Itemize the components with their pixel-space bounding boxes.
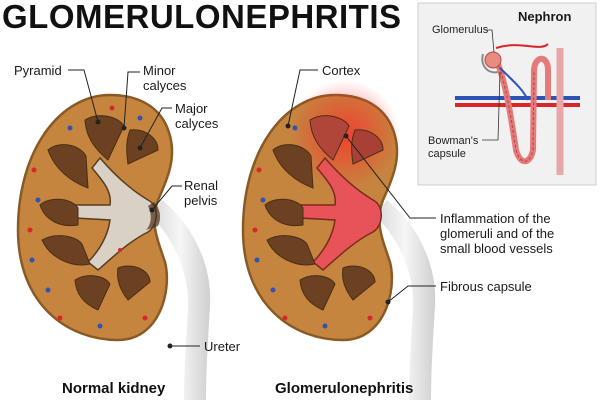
label-pyramid: Pyramid bbox=[14, 63, 62, 78]
normal-pyramids bbox=[39, 115, 159, 311]
caption-glomerulonephritis: Glomerulonephritis bbox=[275, 380, 414, 397]
label-glomerulus: Glomerulus bbox=[432, 24, 489, 36]
nephron-inset-art bbox=[417, 2, 597, 186]
gn-pyramids bbox=[264, 115, 384, 311]
normal-vessel-dots bbox=[27, 105, 148, 329]
glomerulus-ball bbox=[484, 51, 502, 69]
normal-renal-pelvis bbox=[74, 156, 157, 271]
normal-ureter bbox=[150, 200, 211, 400]
gn-kidney bbox=[241, 80, 436, 400]
gn-vessel-dots bbox=[252, 125, 373, 329]
page-title: GLOMERULONEPHRITIS bbox=[2, 0, 402, 35]
label-major-calyces: Major calyces bbox=[175, 101, 219, 131]
nephron-title: Nephron bbox=[518, 9, 572, 24]
label-fibrous-capsule: Fibrous capsule bbox=[440, 279, 532, 294]
label-inflammation: Inflammation of the glomeruli and of the… bbox=[440, 211, 555, 256]
label-bowmans-capsule: Bowman's capsule bbox=[428, 135, 479, 160]
leader-lines bbox=[68, 69, 436, 349]
caption-normal-kidney: Normal kidney bbox=[62, 380, 166, 397]
label-ureter: Ureter bbox=[204, 339, 241, 354]
gn-renal-pelvis bbox=[299, 156, 382, 271]
label-minor-calyces: Minor calyces bbox=[143, 63, 187, 93]
normal-pelvis-shadow bbox=[146, 202, 161, 230]
normal-kidney bbox=[16, 93, 211, 400]
label-cortex: Cortex bbox=[322, 63, 361, 78]
bowmans-capsule-shape bbox=[481, 53, 499, 74]
label-renal-pelvis: Renal pelvis bbox=[184, 178, 218, 208]
gn-ureter bbox=[375, 200, 436, 400]
